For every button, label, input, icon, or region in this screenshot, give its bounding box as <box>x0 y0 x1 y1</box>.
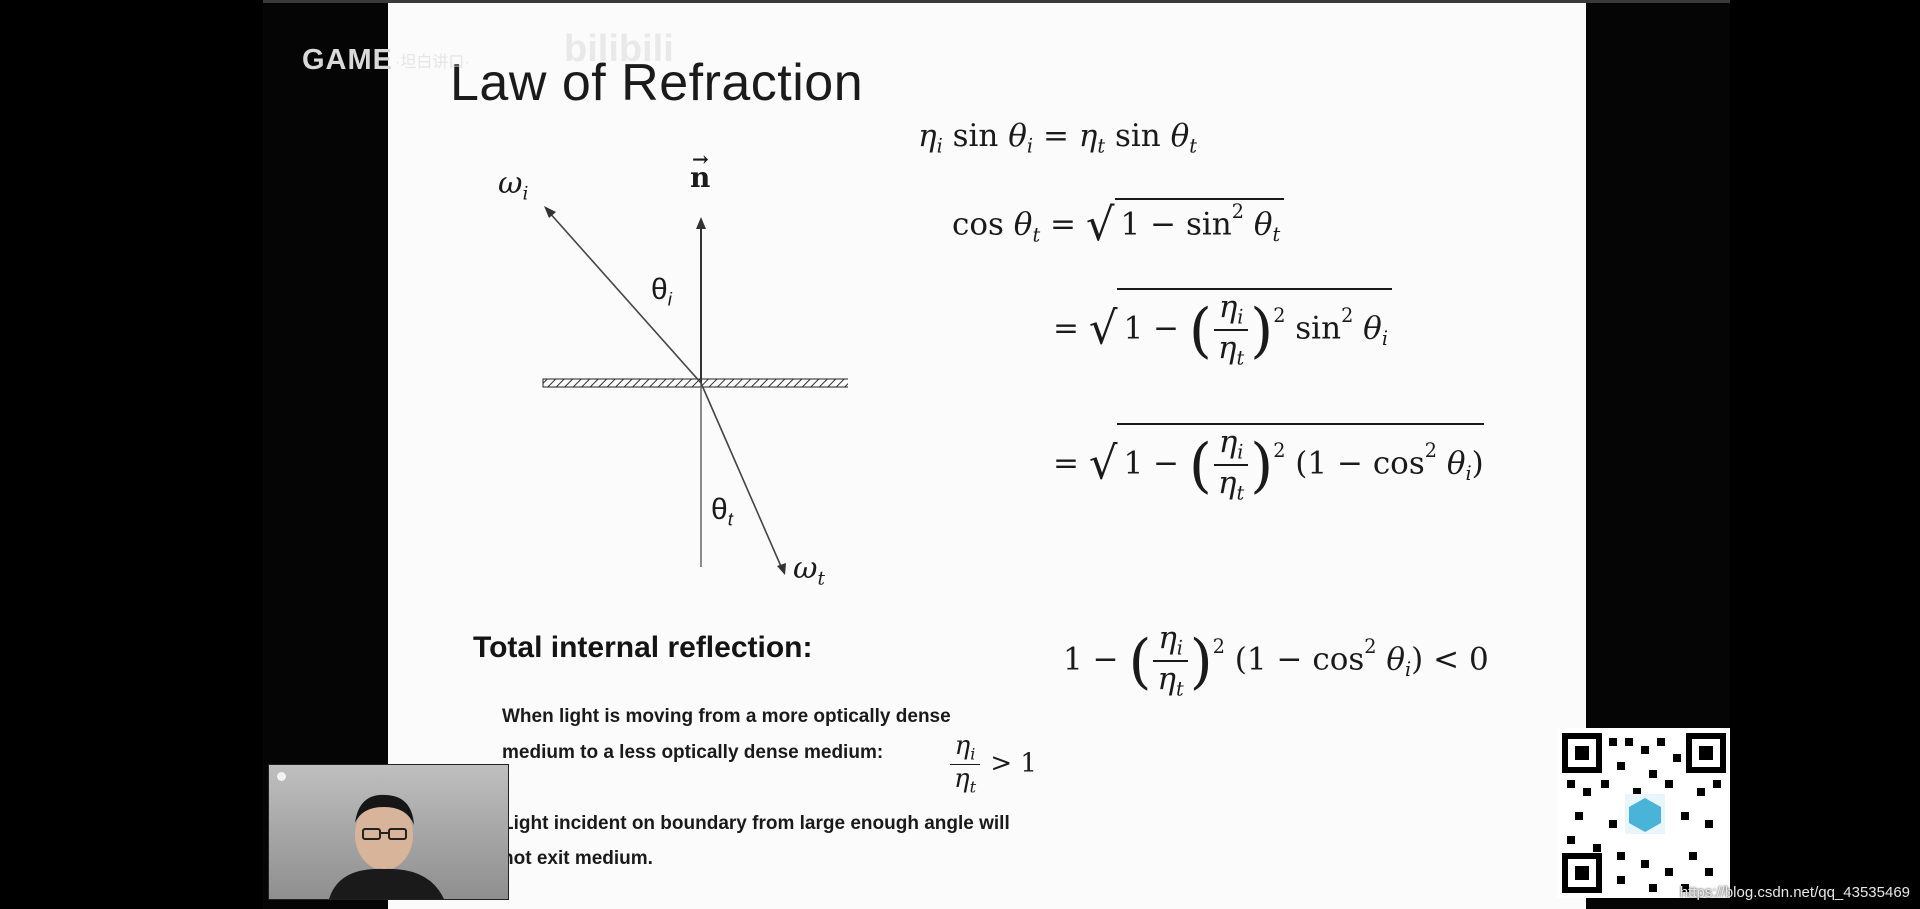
tir-heading: Total internal reflection: <box>473 631 813 664</box>
watermark-small-text: ·坦白讲口· <box>395 54 470 71</box>
theta-t-label: θt <box>711 493 733 530</box>
boundary-surface <box>542 378 848 388</box>
webcam-overlay <box>268 764 509 900</box>
webcam-indicator-icon <box>277 772 286 781</box>
bilibili-logo-watermark: bilibili <box>564 28 674 70</box>
refraction-diagram <box>542 206 848 575</box>
normal-arrow-head <box>696 217 706 229</box>
body-line-4: not exit medium. <box>502 848 653 869</box>
slide-title: Law of Refraction <box>450 54 864 112</box>
lecturer-avatar <box>329 794 444 899</box>
cos-theta-t-step-3: = √ 1 − ( ηi ηt )2 (1 − cos2 θi) <box>1053 423 1484 505</box>
body-line-2: medium to a less optically dense medium: <box>502 742 884 763</box>
lecture-slide: Law of Refraction ωi → <box>388 3 1586 909</box>
incident-ray-label: ωi <box>498 166 529 205</box>
tir-condition-equation: 1 − ( ηi ηt )2 (1 − cos2 θi) < 0 <box>1063 620 1489 701</box>
qr-code <box>1557 728 1730 898</box>
cos-theta-t-step-2: = √ 1 − ( ηi ηt )2 sin2 θi <box>1053 288 1392 370</box>
transmitted-ray <box>700 382 784 572</box>
video-side-margin <box>1586 3 1730 735</box>
transmitted-arrow-head <box>777 563 786 575</box>
source-url[interactable]: https://blog.csdn.net/qq_43535469 <box>1679 884 1910 901</box>
transmitted-ray-label: ωt <box>793 551 825 590</box>
snell-law-equation: ηi sin θi = ηt sin θt <box>918 118 1197 158</box>
normal-vector-arrow: → <box>692 147 709 171</box>
body-line-1: When light is moving from a more optical… <box>502 706 951 727</box>
body-line-3: Light incident on boundary from large en… <box>502 813 1010 834</box>
eta-ratio-inequality: ηi ηt > 1 <box>948 731 1037 797</box>
video-top-edge <box>263 0 1730 3</box>
incident-arrow-head <box>544 206 556 218</box>
course-watermark: GAME <box>302 44 393 76</box>
normal-label: → n <box>690 147 711 194</box>
qr-code-pattern <box>1562 733 1726 893</box>
cos-theta-t-equation: cos θt = √ 1 − sin2 θt <box>952 198 1285 251</box>
incident-ray <box>547 210 702 384</box>
theta-i-label: θi <box>651 273 672 310</box>
